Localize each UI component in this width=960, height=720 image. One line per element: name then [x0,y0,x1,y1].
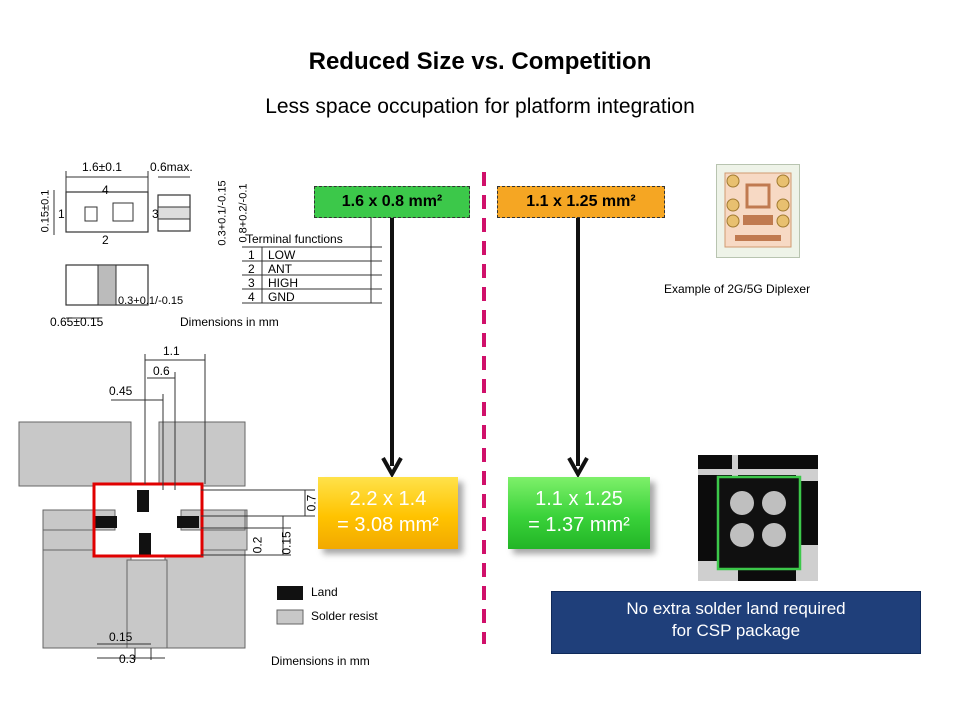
dim-1-1-label: 1.1 [163,344,180,358]
right-result-line1: 1.1 x 1.25 [535,488,623,510]
terminal-name-4: GND [268,290,295,304]
center-divider [482,172,486,644]
pin-label-3: 3 [152,207,159,221]
dim-0-3-label: 0.3 [119,652,136,666]
csp-land-image [698,455,818,581]
dim-0-15-bottom-label: 0.15 [109,630,133,644]
left-down-arrow [381,218,403,479]
terminal-functions-title: Terminal functions [246,232,343,246]
diplexer-chip-svg [724,172,792,248]
right-size-label: 1.1 x 1.25 mm² [497,186,665,218]
terminal-num-1: 1 [248,248,255,262]
left-result-line1: 2.2 x 1.4 [349,488,427,510]
package-outline-svg [53,171,382,319]
csp-land-svg [698,455,818,581]
dim-0-6-label: 0.6 [153,364,170,378]
dimensions-note-top: Dimensions in mm [180,315,279,329]
dim-max-label: 0.6max. [150,160,193,174]
pin-label-4: 4 [102,183,109,197]
dim-h1-label: 0.3+0.1/-0.15 [216,180,229,246]
pin-label-2: 2 [102,233,109,247]
left-size-label: 1.6 x 0.8 mm² [314,186,470,218]
slide-subtitle: Less space occupation for platform integ… [265,95,695,118]
dim-side-label: 0.15±0.1 [39,189,52,233]
land-pattern-drawing: 1.1 0.6 0.45 0.7 0.2 0.15 0.15 0.3 Land … [15,340,415,670]
pin-label-1: 1 [58,207,65,221]
left-result-box: 2.2 x 1.4 = 3.08 mm² [318,477,458,549]
right-result-box: 1.1 x 1.25 = 1.37 mm² [508,477,650,549]
dim-bottom-label: 0.65±0.15 [50,315,104,329]
package-outline-drawing: 1.6±0.1 0.6max. 0.15±0.1 0.3+0.1/-0.15 0… [30,155,390,335]
terminal-num-3: 3 [248,276,255,290]
dimensions-note-bottom: Dimensions in mm [271,654,370,668]
diplexer-caption: Example of 2G/5G Diplexer [664,282,811,296]
dim-0-15-right-label: 0.15 [279,531,294,555]
terminal-name-2: ANT [268,262,292,276]
csp-note-line1: No extra solder land required [626,599,846,618]
right-down-arrow [567,218,589,479]
slide-title: Reduced Size vs. Competition [308,48,652,75]
terminal-name-1: LOW [268,248,296,262]
dim-0-2-label: 0.2 [250,536,265,554]
legend-solder-label: Solder resist [311,609,378,623]
diplexer-chip-image [716,164,800,258]
dim-length-label: 1.6±0.1 [82,160,122,174]
land-pattern-svg [18,354,315,660]
dim-0-45-label: 0.45 [109,384,133,398]
csp-note-line2: for CSP package [671,621,801,640]
dim-0-7-label: 0.7 [304,494,319,512]
dim-terminal-label: 0.3+0.1/-0.15 [118,295,184,307]
terminal-num-4: 4 [248,290,255,304]
left-result-line2: = 3.08 mm² [337,514,439,536]
terminal-num-2: 2 [248,262,255,276]
csp-note-box: No extra solder land required for CSP pa… [551,591,921,654]
right-result-line2: = 1.37 mm² [528,514,630,536]
terminal-name-3: HIGH [268,276,298,290]
legend-land-label: Land [311,585,338,599]
